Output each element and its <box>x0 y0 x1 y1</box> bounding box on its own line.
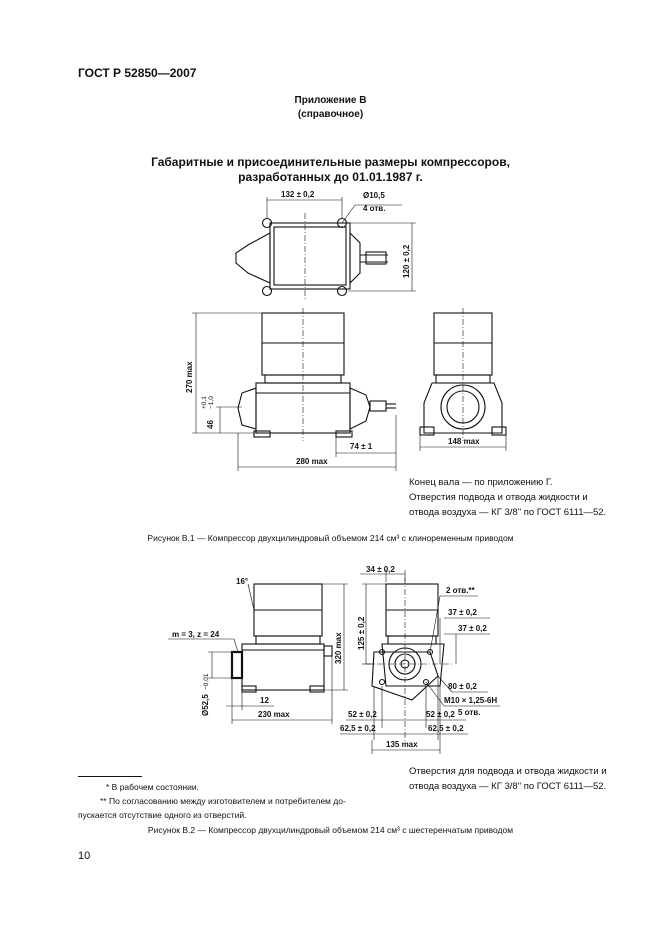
dim-height-320: 320 max <box>334 632 343 664</box>
figure1-caption: Рисунок В.1 — Компрессор двухцилиндровый… <box>147 533 514 543</box>
footnote-2-line1: ** По согласованию между изготовителем и… <box>100 796 346 806</box>
dim-holes2: 2 отв.** <box>446 586 476 595</box>
dim-d52l: 52 ± 0,2 <box>348 710 377 719</box>
dim-d625r: 62,5 ± 0,2 <box>428 724 464 733</box>
dim-holes5: 5 отв. <box>458 708 480 717</box>
section-title-line2: разработанных до 01.01.1987 г. <box>238 170 423 184</box>
dim-top-height: 120 ± 0,2 <box>402 244 411 278</box>
dim-w34: 34 ± 0,2 <box>366 565 395 574</box>
dim-shaft-offset: 74 ± 1 <box>350 442 373 451</box>
dim-d37b: 37 ± 0,2 <box>458 624 487 633</box>
bolt-hole-4 <box>336 285 348 297</box>
figure2-notes: Отверстия для подвода и отвода жидкости … <box>409 764 619 794</box>
figure2-drawing: 16° m = 3, z = 24 Ø52,5 −0,01 12 230 max… <box>168 565 500 754</box>
figure1-side-view <box>419 308 507 441</box>
dim-shaft-tol-upper: +0,1 <box>201 396 208 409</box>
dim-h125: 125 ± 0,2 <box>357 616 366 650</box>
bolt-hole-2 <box>336 217 348 229</box>
dim-height: 270 max <box>185 361 194 393</box>
dim-hole-count: 4 отв. <box>363 204 385 213</box>
dim-d80: 80 ± 0,2 <box>448 682 477 691</box>
dim-length-230: 230 max <box>258 710 290 719</box>
appendix-subtitle: (справочное) <box>297 109 364 120</box>
page-number: 10 <box>78 850 91 862</box>
bolt-hole-1 <box>261 217 273 229</box>
figure2-front-view <box>230 583 333 693</box>
footnote-2-line2: пускается отсутствие одного из отверстий… <box>78 810 247 820</box>
figure1-note-2: Отверстия подвода и отвода жидкости и <box>409 492 588 503</box>
bolt-hole-3 <box>261 285 273 297</box>
document-id: ГОСТ Р 52850—2007 <box>78 66 197 80</box>
dim-width: 148 max <box>448 437 480 446</box>
dim-shaft-tol-lower: −1,0 <box>208 396 215 409</box>
figure2-note-2: отвода воздуха — КГ 3/8" по ГОСТ 6111—52… <box>409 781 607 792</box>
dim-d52r: 52 ± 0,2 <box>426 710 455 719</box>
dim-angle: 16° <box>236 577 248 586</box>
dim-thread: М10 × 1,25-6Н <box>444 696 497 705</box>
figure1-note-3: отвода воздуха — КГ 3/8" по ГОСТ 6111—52… <box>409 507 607 518</box>
figure1-front-view <box>237 308 396 441</box>
figure1-note-1: Конец вала — по приложению Г. <box>409 477 553 488</box>
dim-d625l: 62,5 ± 0,2 <box>340 724 376 733</box>
dim-top-width: 132 ± 0,2 <box>281 190 315 199</box>
figure1-top-view <box>235 213 388 301</box>
dim-d37a: 37 ± 0,2 <box>448 608 477 617</box>
dim-gear: m = 3, z = 24 <box>172 630 220 639</box>
dim-shaft-height: 46 <box>206 420 215 429</box>
dim-length: 280 max <box>296 457 328 466</box>
dim-dia-tol: −0,01 <box>203 673 210 690</box>
footnotes: * В рабочем состоянии. ** По согласовани… <box>78 780 388 822</box>
footnote-separator <box>78 776 142 777</box>
section-title-line1: Габаритные и присоединительные размеры к… <box>151 155 510 169</box>
appendix-title: Приложение В <box>294 95 367 106</box>
dim-width-135: 135 max <box>386 740 418 749</box>
figure1-drawing: 132 ± 0,2 Ø10,5 4 отв. 120 ± 0,2 270 max… <box>185 190 507 471</box>
footnote-1: * В рабочем состоянии. <box>106 782 199 792</box>
figure2-note-1: Отверстия для подвода и отвода жидкости … <box>409 766 607 777</box>
figure2-caption: Рисунок В.2 — Компрессор двухцилиндровый… <box>147 825 514 835</box>
dim-hole-dia: Ø10,5 <box>363 191 385 200</box>
dim-dia: Ø52,5 <box>201 694 210 716</box>
dim-len-12: 12 <box>260 696 269 705</box>
figure1-notes: Конец вала — по приложению Г. Отверстия … <box>409 475 619 520</box>
